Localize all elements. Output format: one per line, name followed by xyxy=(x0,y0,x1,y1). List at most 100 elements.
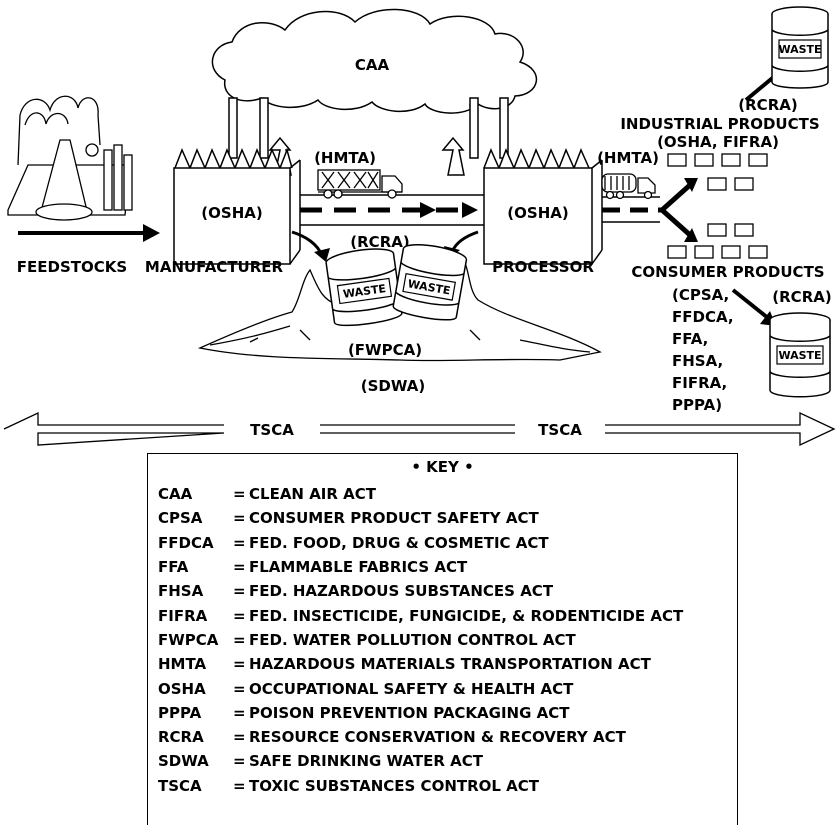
key-abbr: FIFRA xyxy=(158,606,208,625)
key-equals: = xyxy=(233,558,246,577)
key-entry: FFA =FLAMMABLE FABRICS ACT xyxy=(158,555,683,579)
key-entry: TSCA =TOXIC SUBSTANCES CONTROL ACT xyxy=(158,774,683,798)
caa-label: CAA xyxy=(355,56,390,74)
key-entry: FFDCA =FED. FOOD, DRUG & COSMETIC ACT xyxy=(158,531,683,555)
key-entry: FWPCA =FED. WATER POLLUTION CONTROL ACT xyxy=(158,628,683,652)
tsca-left-label: TSCA xyxy=(250,421,294,439)
key-desc: SAFE DRINKING WATER ACT xyxy=(249,752,483,771)
key-equals: = xyxy=(233,752,246,771)
key-equals: = xyxy=(233,606,246,625)
key-abbr: FWPCA xyxy=(158,630,219,649)
waste-barrel-bottom: WASTE xyxy=(769,312,831,398)
key-abbr: OSHA xyxy=(158,679,206,698)
key-abbr: FFDCA xyxy=(158,533,214,552)
key-abbr: PPPA xyxy=(158,703,202,722)
key-equals: = xyxy=(233,776,246,795)
sdwa-label: (SDWA) xyxy=(361,377,425,395)
waste-barrel-bottom-text: WASTE xyxy=(778,349,821,362)
fwpca-label: (FWPCA) xyxy=(348,341,422,359)
key-equals: = xyxy=(233,679,246,698)
key-equals: = xyxy=(233,582,246,601)
key-desc: TOXIC SUBSTANCES CONTROL ACT xyxy=(249,776,540,795)
manufacturer-label: MANUFACTURER xyxy=(145,258,284,276)
key-equals: = xyxy=(233,655,246,674)
key-entry: RCRA =RESOURCE CONSERVATION & RECOVERY AC… xyxy=(158,725,683,749)
key-abbr: HMTA xyxy=(158,655,207,674)
rcra-top-label: (RCRA) xyxy=(738,96,797,114)
industrial-product-boxes xyxy=(667,153,768,191)
tsca-double-arrow xyxy=(3,411,836,447)
key-title: • KEY • xyxy=(411,458,474,476)
key-desc: FED. HAZARDOUS SUBSTANCES ACT xyxy=(249,582,554,601)
consumer-act-6: PPPA) xyxy=(672,396,722,414)
consumer-product-boxes xyxy=(667,223,768,259)
key-entry: HMTA =HAZARDOUS MATERIALS TRANSPORTATION … xyxy=(158,652,683,676)
tsca-right-label: TSCA xyxy=(538,421,582,439)
feedstocks-label: FEEDSTOCKS xyxy=(17,258,127,276)
key-desc: POISON PREVENTION PACKAGING ACT xyxy=(249,703,570,722)
consumer-act-4: FHSA, xyxy=(672,352,723,370)
key-abbr: TSCA xyxy=(158,776,202,795)
key-abbr: FHSA xyxy=(158,582,204,601)
feedstocks-arrowhead xyxy=(143,224,160,242)
consumer-act-1: (CPSA, xyxy=(672,286,729,304)
waste-arrow-left-head xyxy=(314,248,330,262)
key-entry: OSHA =OCCUPATIONAL SAFETY & HEALTH ACT xyxy=(158,676,683,700)
processor-building xyxy=(441,97,603,265)
waste-barrel-left-text: WASTE xyxy=(342,282,386,301)
key-desc: CONSUMER PRODUCT SAFETY ACT xyxy=(249,509,539,528)
key-abbr: SDWA xyxy=(158,752,209,771)
waste-barrel-right: WASTE xyxy=(392,244,468,321)
lab-equipment-icon xyxy=(7,95,133,221)
key-desc: FED. FOOD, DRUG & COSMETIC ACT xyxy=(249,533,549,552)
key-desc: FED. INSECTICIDE, FUNGICIDE, & RODENTICI… xyxy=(249,606,684,625)
key-desc: CLEAN AIR ACT xyxy=(249,485,377,504)
key-abbr: FFA xyxy=(158,558,189,577)
key-equals: = xyxy=(233,728,246,747)
key-list: CAA=CLEAN AIR ACT CPSA=CONSUMER PRODUCT … xyxy=(158,482,683,798)
consumer-products-label: CONSUMER PRODUCTS xyxy=(631,263,824,281)
consumer-act-5: FIFRA, xyxy=(672,374,727,392)
waste-barrel-top: WASTE xyxy=(771,6,829,89)
key-abbr: CPSA xyxy=(158,509,203,528)
osha-processor-label: (OSHA) xyxy=(507,204,568,222)
key-equals: = xyxy=(233,533,246,552)
rcra-right-label: (RCRA) xyxy=(772,288,831,306)
consumer-waste-arrow xyxy=(731,288,770,320)
key-entry: CAA =CLEAN AIR ACT xyxy=(158,482,683,506)
key-entry: CPSA =CONSUMER PRODUCT SAFETY ACT xyxy=(158,506,683,530)
hmta-right-label: (HMTA) xyxy=(597,149,659,167)
waste-barrel-top-text: WASTE xyxy=(778,43,821,56)
road xyxy=(300,194,484,226)
key-equals: = xyxy=(233,509,246,528)
key-desc: FLAMMABLE FABRICS ACT xyxy=(249,558,468,577)
key-entry: FHSA =FED. HAZARDOUS SUBSTANCES ACT xyxy=(158,579,683,603)
osha-manufacturer-label: (OSHA) xyxy=(201,204,262,222)
manufacturer-building xyxy=(173,97,301,265)
key-desc: FED. WATER POLLUTION CONTROL ACT xyxy=(249,630,576,649)
key-equals: = xyxy=(233,630,246,649)
rcra-center-label: (RCRA) xyxy=(350,233,409,251)
key-box: • KEY • CAA=CLEAN AIR ACT CPSA=CONSUMER … xyxy=(147,453,738,825)
consumer-act-3: FFA, xyxy=(672,330,708,348)
key-entry: SDWA =SAFE DRINKING WATER ACT xyxy=(158,749,683,773)
waste-barrel-left: WASTE xyxy=(325,248,403,327)
consumer-branch-head xyxy=(684,228,698,242)
key-equals: = xyxy=(233,485,246,504)
key-desc: HAZARDOUS MATERIALS TRANSPORTATION ACT xyxy=(249,655,651,674)
tanker-truck-left xyxy=(317,169,403,199)
industrial-branch-head xyxy=(684,178,698,192)
key-desc: RESOURCE CONSERVATION & RECOVERY ACT xyxy=(249,728,626,747)
key-entry: PPPA =POISON PREVENTION PACKAGING ACT xyxy=(158,701,683,725)
industrial-products-label: INDUSTRIAL PRODUCTS xyxy=(620,115,819,133)
key-abbr: RCRA xyxy=(158,728,204,747)
consumer-act-2: FFDCA, xyxy=(672,308,734,326)
hmta-left-label: (HMTA) xyxy=(314,149,376,167)
tanker-truck-right xyxy=(601,173,656,200)
key-equals: = xyxy=(233,703,246,722)
processor-label: PROCESSOR xyxy=(492,258,594,276)
key-abbr: CAA xyxy=(158,485,193,504)
key-desc: OCCUPATIONAL SAFETY & HEALTH ACT xyxy=(249,679,574,698)
key-entry: FIFRA =FED. INSECTICIDE, FUNGICIDE, & ROD… xyxy=(158,603,683,627)
